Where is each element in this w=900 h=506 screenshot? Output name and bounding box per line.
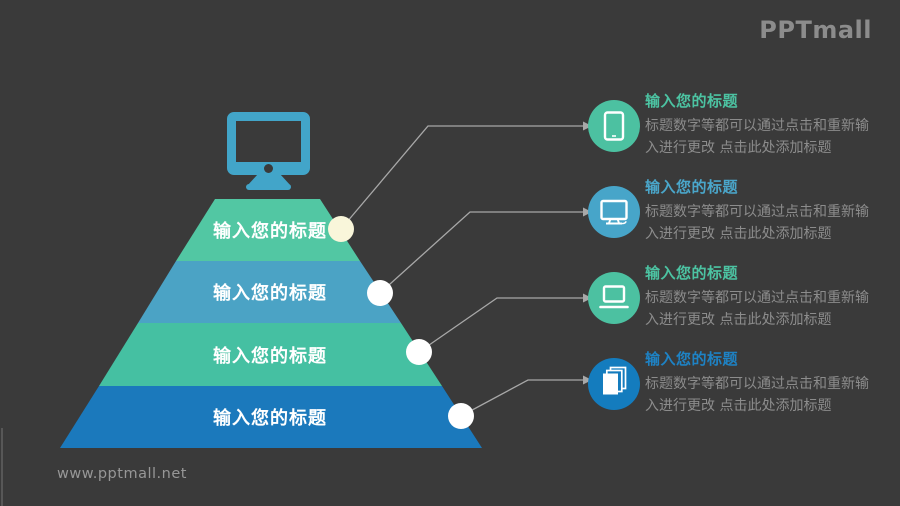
monitor-icon: [600, 199, 628, 225]
edge-dot-4: [448, 403, 474, 429]
callout-circle-3[interactable]: [588, 272, 640, 324]
pyramid-level-1-label[interactable]: 输入您的标题: [213, 221, 327, 242]
laptop-icon: [599, 285, 629, 309]
monitor-stand: [247, 174, 291, 186]
callout-body[interactable]: 标题数字等都可以通过点击和重新输 入进行更改 点击此处添加标题: [645, 290, 869, 328]
pptmall-logo: PPTmall: [759, 16, 872, 44]
callout-body[interactable]: 标题数字等都可以通过点击和重新输 入进行更改 点击此处添加标题: [645, 204, 869, 242]
pyramid-diagram: 输入您的标题 输入您的标题 输入您的标题 输入您的标题: [55, 199, 485, 448]
website-url: www.pptmall.net: [57, 466, 187, 482]
callout-item-4[interactable]: 输入您的标题 标题数字等都可以通过点击和重新输 入进行更改 点击此处添加标题: [645, 349, 877, 417]
pyramid-level-1[interactable]: 输入您的标题: [176, 199, 360, 261]
slide-edge-line: [1, 428, 3, 506]
monitor-base: [246, 184, 291, 190]
pyramid-level-3-label[interactable]: 输入您的标题: [213, 345, 327, 367]
callout-item-1[interactable]: 输入您的标题 标题数字等都可以通过点击和重新输 入进行更改 点击此处添加标题: [645, 91, 877, 159]
pyramid-level-3[interactable]: 输入您的标题: [99, 323, 442, 386]
pyramid-level-2-label[interactable]: 输入您的标题: [213, 283, 327, 304]
callout-body[interactable]: 标题数字等都可以通过点击和重新输 入进行更改 点击此处添加标题: [645, 118, 869, 156]
edge-dot-3: [406, 339, 432, 365]
callout-circle-4[interactable]: [588, 358, 640, 410]
pyramid-level-4[interactable]: 输入您的标题: [60, 386, 482, 448]
callout-title[interactable]: 输入您的标题: [645, 92, 739, 110]
edge-dot-2: [367, 280, 393, 306]
documents-icon: [603, 366, 627, 395]
callout-circle-1[interactable]: [588, 100, 640, 152]
callout-item-2[interactable]: 输入您的标题 标题数字等都可以通过点击和重新输 入进行更改 点击此处添加标题: [645, 177, 877, 245]
callout-circle-2[interactable]: [588, 186, 640, 238]
tablet-icon: [603, 111, 625, 141]
callout-item-3[interactable]: 输入您的标题 标题数字等都可以通过点击和重新输 入进行更改 点击此处添加标题: [645, 263, 877, 331]
pyramid-level-4-label[interactable]: 输入您的标题: [213, 408, 327, 429]
edge-dot-1: [328, 216, 354, 242]
monitor-camera-dot: [264, 164, 273, 173]
callout-body[interactable]: 标题数字等都可以通过点击和重新输 入进行更改 点击此处添加标题: [645, 376, 869, 414]
monitor-icon: [227, 112, 310, 190]
callout-title[interactable]: 输入您的标题: [645, 350, 739, 368]
callout-title[interactable]: 输入您的标题: [645, 264, 739, 282]
pyramid-level-2[interactable]: 输入您的标题: [138, 261, 401, 323]
callout-title[interactable]: 输入您的标题: [645, 178, 739, 196]
